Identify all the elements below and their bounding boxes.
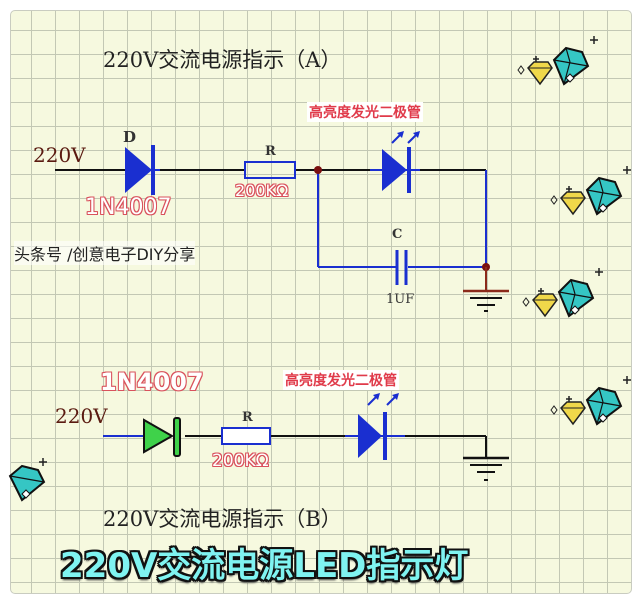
circuit-b-diode-symbol [143, 417, 181, 457]
circuit-a-junction-node [314, 166, 322, 174]
diamond-decoration-icon [550, 375, 632, 425]
circuit-b-resistor-symbol [221, 427, 271, 445]
circuit-b-diode-part: 1N4007 [100, 368, 204, 396]
diamond-decoration-icon [8, 458, 47, 502]
circuit-a-led-symbol [382, 131, 420, 193]
circuit-a-resistor-value: 200KΩ [235, 181, 289, 200]
diamond-decoration-icon [550, 165, 632, 215]
circuit-b-ground-symbol [463, 436, 509, 481]
circuit-b-led-symbol [358, 393, 399, 460]
circuit-a-capacitor-symbol [395, 250, 408, 285]
diamond-decoration-icon [522, 267, 604, 317]
circuit-a-led-label: 高亮度发光二极管 [307, 102, 423, 122]
circuit-a-diode-ref: D [123, 128, 137, 146]
circuit-b-resistor-value: 200KΩ [212, 451, 269, 471]
circuit-a-diode-part: 1N4007 [85, 195, 172, 220]
circuit-a-input-voltage: 220V [33, 143, 86, 167]
banner-title: 220V交流电源LED指示灯 [60, 546, 469, 586]
watermark-text: 头条号 /创意电子DIY分享 [14, 241, 196, 265]
circuit-a-capacitor-ref: C [392, 227, 403, 242]
circuit-b-input-voltage: 220V [55, 404, 108, 428]
circuit-b-led-label: 高亮度发光二极管 [283, 370, 399, 390]
circuit-a-diode-symbol [125, 145, 155, 195]
circuit-a-resistor-ref: R [265, 144, 276, 159]
circuit-a-ground-symbol [463, 267, 509, 312]
circuit-a-resistor-symbol [244, 161, 296, 179]
circuit-a-title: 220V交流电源指示（A） [103, 48, 342, 72]
circuit-b-title: 220V交流电源指示（B） [103, 507, 342, 531]
circuit-a-capacitor-value: 1UF [386, 292, 415, 307]
diamond-decoration-icon [517, 35, 599, 85]
circuit-b-resistor-ref: R [242, 410, 253, 425]
